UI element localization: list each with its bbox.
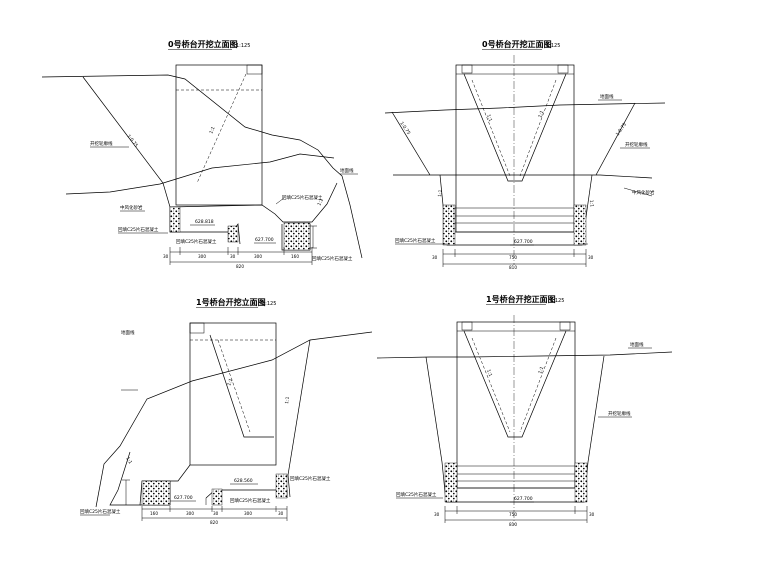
svg-text:回填C25片石混凝土: 回填C25片石混凝土 <box>290 475 331 482</box>
svg-text:300: 300 <box>198 254 206 259</box>
svg-text:地面线: 地面线 <box>630 341 644 348</box>
svg-text:中风化砂岩: 中风化砂岩 <box>632 189 655 196</box>
view-title: 0号桥台开挖立面图 <box>168 39 238 49</box>
svg-text:820: 820 <box>210 520 218 525</box>
svg-text:开挖轮廓线: 开挖轮廓线 <box>90 140 113 147</box>
svg-text:750: 750 <box>509 255 517 260</box>
svg-text:160: 160 <box>150 511 158 516</box>
svg-text:1:0.75: 1:0.75 <box>615 122 628 137</box>
svg-text:开挖轮廓线: 开挖轮廓线 <box>608 410 631 417</box>
svg-text:30: 30 <box>213 511 219 516</box>
svg-text:地面线: 地面线 <box>600 93 614 100</box>
svg-text:1:1: 1:1 <box>124 456 133 465</box>
svg-text:1:1: 1:1 <box>208 126 216 135</box>
view-1-front: 1号桥台开挖正面图 1:125 地面线 开挖轮廓线 回填C25片石混凝土 1:1… <box>376 294 673 527</box>
svg-text:160: 160 <box>291 254 299 259</box>
svg-text:30: 30 <box>163 254 169 259</box>
svg-text:回填C25片石混凝土: 回填C25片石混凝土 <box>230 497 271 504</box>
svg-text:30: 30 <box>432 255 438 260</box>
view-title: 1号桥台开挖立面图 <box>196 297 266 307</box>
svg-text:820: 820 <box>236 264 244 269</box>
view-title: 1号桥台开挖正面图 <box>486 294 556 304</box>
svg-text:1:1: 1:1 <box>485 114 493 123</box>
svg-text:300: 300 <box>254 254 262 259</box>
svg-text:30: 30 <box>588 255 594 260</box>
svg-text:1:1: 1:1 <box>316 198 325 207</box>
view-1-elevation: 1号桥台开挖立面图 1:125 地面线 1:1 1:1 1:1 628.560 … <box>80 297 373 525</box>
view-0-elevation: 0号桥台开挖立面图 1:125 1:0.75 开挖轮廓线 中风化砂岩 地面线 <box>41 39 363 269</box>
svg-text:628.560: 628.560 <box>234 478 253 484</box>
svg-text:1:0.75: 1:0.75 <box>125 134 139 149</box>
svg-text:中风化砂岩: 中风化砂岩 <box>120 204 143 211</box>
svg-text:回填C25片石混凝土: 回填C25片石混凝土 <box>396 491 437 498</box>
svg-text:30: 30 <box>278 511 284 516</box>
svg-text:回填C25片石混凝土: 回填C25片石混凝土 <box>118 226 159 233</box>
svg-text:回填C25片石混凝土: 回填C25片石混凝土 <box>312 255 353 262</box>
svg-text:1:1: 1:1 <box>537 366 545 375</box>
svg-text:750: 750 <box>509 512 517 517</box>
svg-text:回填C25片石混凝土: 回填C25片石混凝土 <box>176 238 217 245</box>
view-scale: 1:125 <box>546 43 560 49</box>
view-title: 0号桥台开挖正面图 <box>482 39 552 49</box>
view-0-front: 0号桥台开挖正面图 1:125 地面线 1:0.75 1:0.75 <box>384 39 666 270</box>
svg-text:300: 300 <box>186 511 194 516</box>
svg-text:1:1: 1:1 <box>226 378 234 387</box>
svg-text:1:1: 1:1 <box>537 110 545 119</box>
view-scale: 1:125 <box>262 301 276 307</box>
svg-text:810: 810 <box>509 265 517 270</box>
svg-text:627.700: 627.700 <box>174 495 193 501</box>
svg-text:回填C25片石混凝土: 回填C25片石混凝土 <box>395 237 436 244</box>
svg-text:30: 30 <box>589 512 595 517</box>
svg-text:1:1: 1:1 <box>437 189 444 197</box>
svg-text:地面线: 地面线 <box>340 167 354 174</box>
svg-text:1:1: 1:1 <box>485 369 493 378</box>
svg-text:30: 30 <box>230 254 236 259</box>
view-scale: 1:125 <box>550 298 564 304</box>
svg-text:628.818: 628.818 <box>195 219 214 225</box>
svg-text:地面线: 地面线 <box>121 329 135 336</box>
svg-text:30: 30 <box>434 512 440 517</box>
svg-text:1:1: 1:1 <box>284 396 291 404</box>
svg-text:回填C25片石混凝土: 回填C25片石混凝土 <box>282 194 323 201</box>
svg-text:回填C25片石混凝土: 回填C25片石混凝土 <box>80 508 121 515</box>
svg-text:开挖轮廓线: 开挖轮廓线 <box>625 141 648 148</box>
svg-text:300: 300 <box>244 511 252 516</box>
svg-text:810: 810 <box>509 522 517 527</box>
svg-text:627.700: 627.700 <box>514 239 533 245</box>
svg-text:627.700: 627.700 <box>514 496 533 502</box>
view-scale: 1:125 <box>236 43 250 49</box>
svg-text:1:1: 1:1 <box>588 200 595 208</box>
svg-text:627.700: 627.700 <box>255 237 274 243</box>
